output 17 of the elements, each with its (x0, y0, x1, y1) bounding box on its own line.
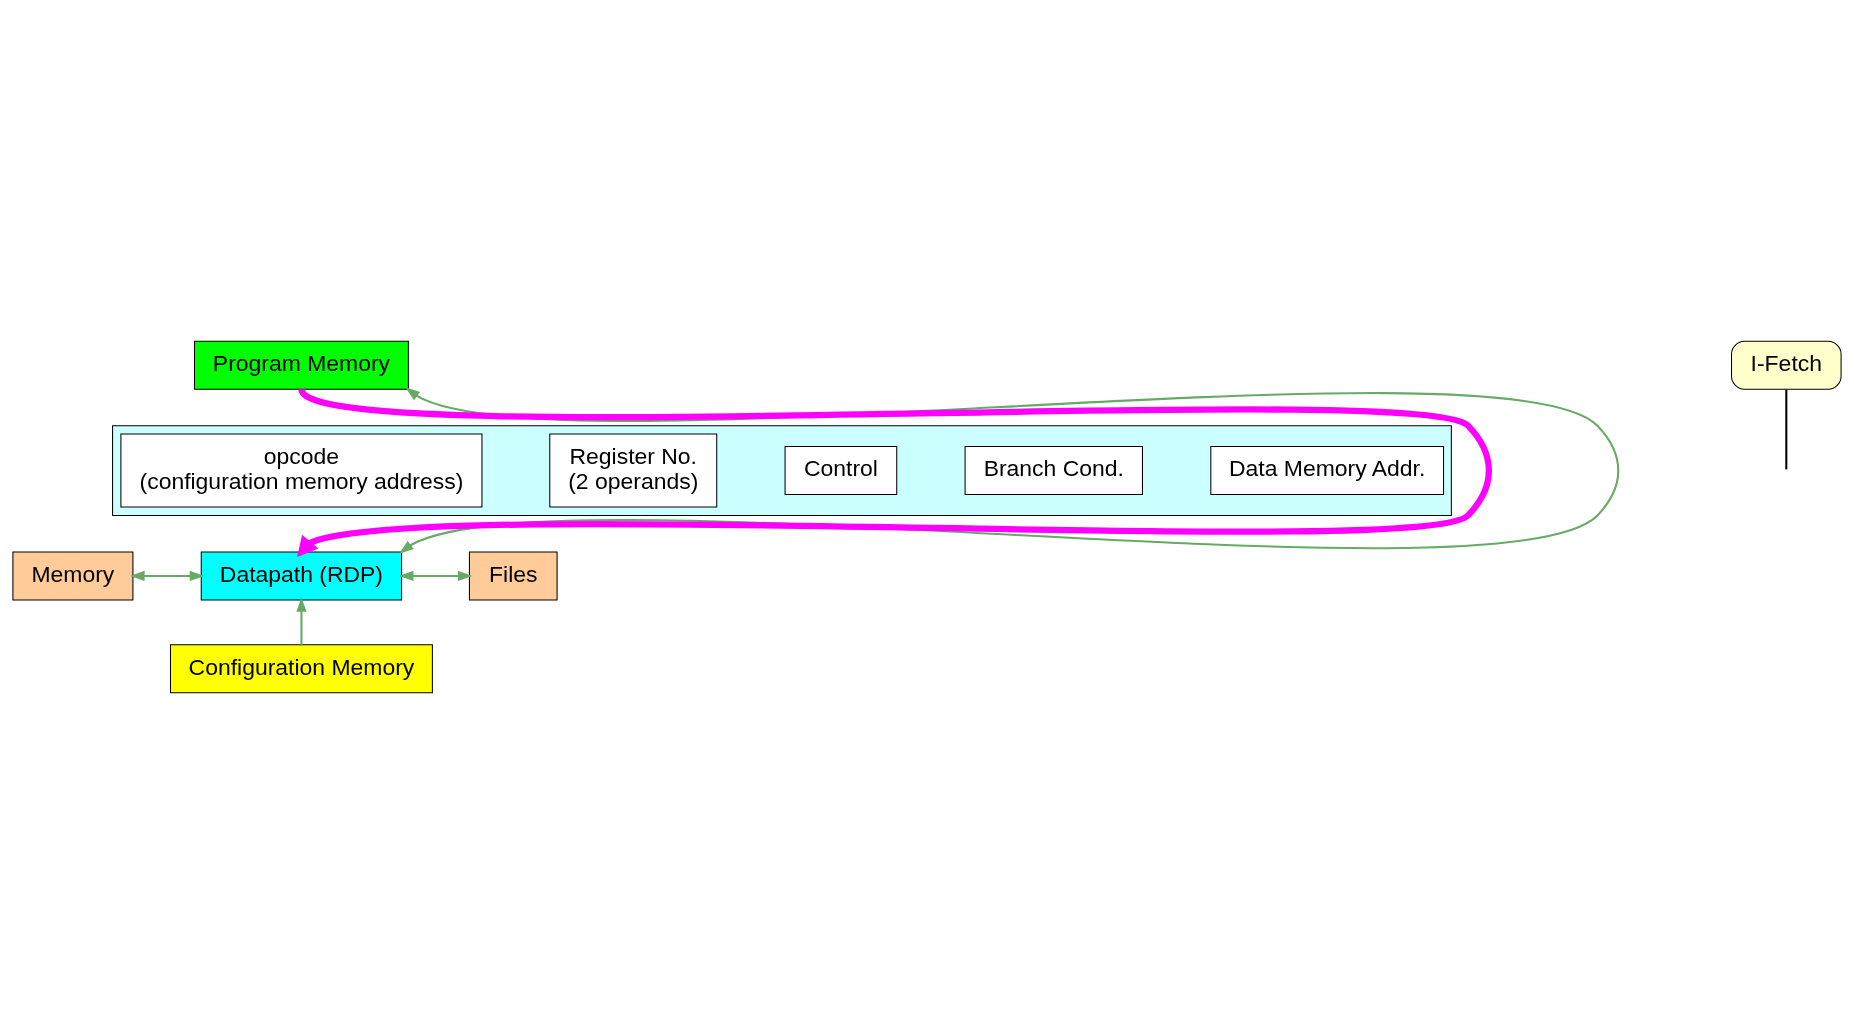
arrow (297, 386, 1492, 558)
node-box: Datapath (RDP) (200, 551, 403, 601)
node-box: Configuration Memory (169, 644, 433, 694)
node-box: Data Memory Addr. (1210, 446, 1445, 496)
node-box: Memory (12, 551, 134, 601)
node-box: Register No. (2 operands) (549, 433, 718, 508)
node-box: I-Fetch (1731, 340, 1842, 390)
node-box: Files (468, 551, 558, 601)
node-box: Control (784, 446, 898, 496)
node-box: opcode (configuration memory address) (120, 433, 483, 508)
node-box: Program Memory (193, 340, 409, 390)
connector (1785, 389, 1788, 470)
arrow (398, 570, 473, 582)
arrow (130, 570, 205, 582)
arrow (296, 597, 307, 645)
cluster (112, 425, 1452, 516)
node-box: Branch Cond. (964, 446, 1143, 496)
